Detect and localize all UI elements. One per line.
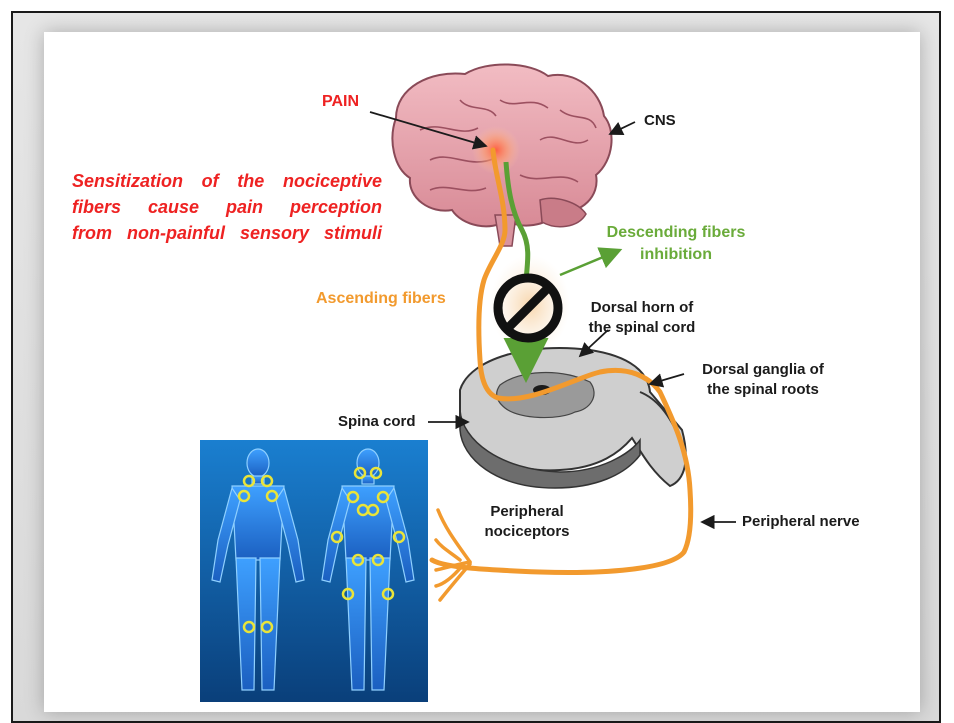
sensitization-line-1: Sensitization of the nociceptive (72, 168, 382, 194)
dorsal-ganglia-pointer (650, 374, 684, 384)
peripheral-nerve-label: Peripheral nerve (742, 512, 860, 532)
descending-fibers-label: Descending fibers inhibition (596, 222, 756, 266)
body-figures-panel (200, 440, 428, 702)
dorsal-ganglia-label: Dorsal ganglia of the spinal roots (688, 360, 838, 400)
descending-line-2: inhibition (596, 244, 756, 266)
dorsal-ganglia-line-1: Dorsal ganglia of (688, 360, 838, 380)
dorsal-horn-label: Dorsal horn of the spinal cord (572, 298, 712, 338)
cns-label: CNS (644, 111, 676, 131)
cns-pointer (610, 122, 635, 134)
dorsal-horn-line-2: the spinal cord (572, 318, 712, 338)
spinal-cord-section (460, 348, 686, 488)
sensitization-line-3: from non-painful sensory stimuli (72, 220, 382, 246)
dorsal-ganglia-line-2: the spinal roots (688, 380, 838, 400)
peripheral-nociceptors-label: Peripheral nociceptors (472, 502, 582, 542)
peripheral-nociceptor-branches (436, 510, 470, 600)
pain-label: PAIN (322, 93, 359, 111)
peripheral-nociceptors-line-2: nociceptors (472, 522, 582, 542)
peripheral-nociceptors-line-1: Peripheral (472, 502, 582, 522)
sensitization-note: Sensitization of the nociceptive fibers … (72, 168, 382, 246)
ascending-fibers-label: Ascending fibers (316, 290, 446, 308)
dorsal-horn-line-1: Dorsal horn of (572, 298, 712, 318)
sensitization-line-2: fibers cause pain perception (72, 194, 382, 220)
descending-line-1: Descending fibers (596, 222, 756, 244)
spina-cord-label: Spina cord (338, 412, 416, 432)
